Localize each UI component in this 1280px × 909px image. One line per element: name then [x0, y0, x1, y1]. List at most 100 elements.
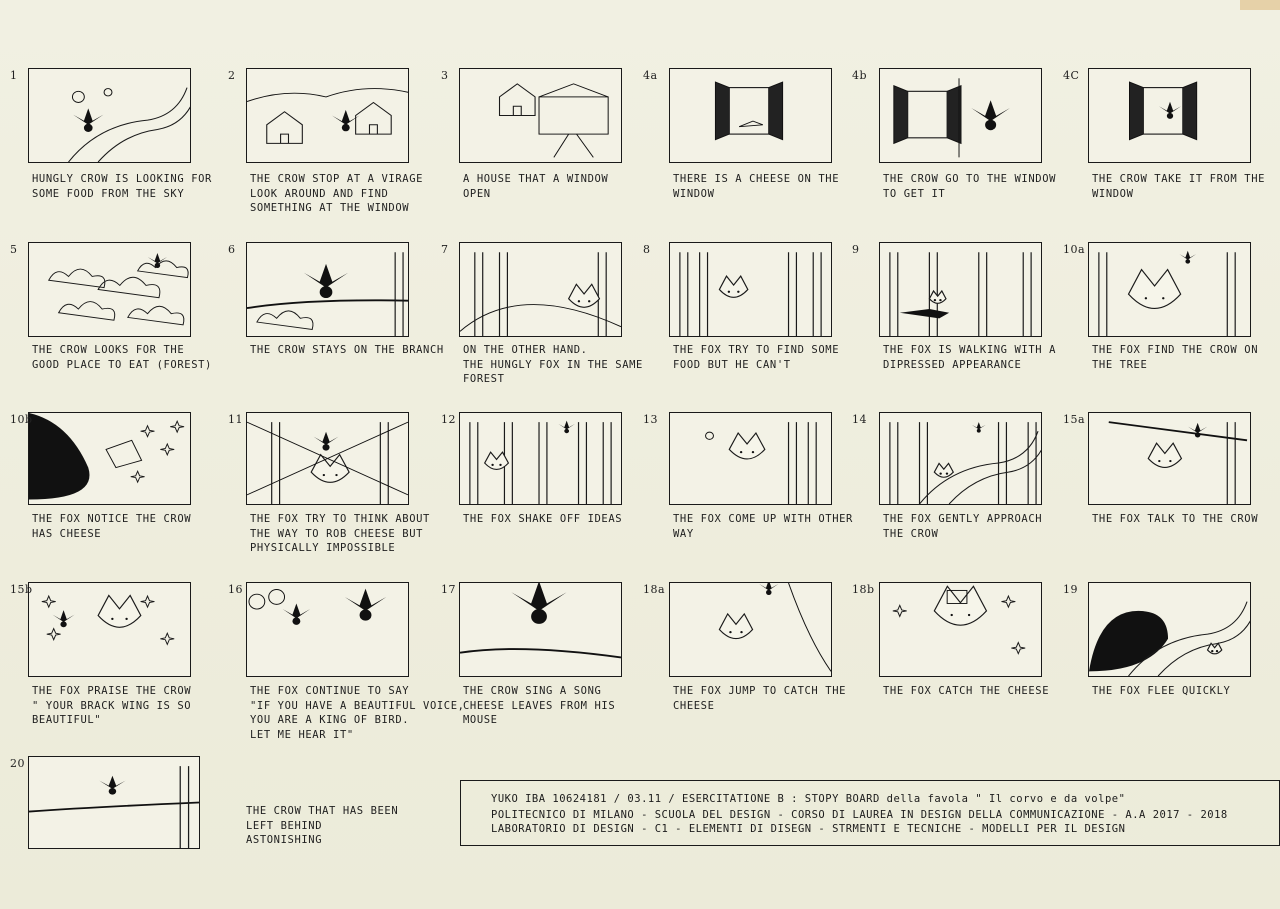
storyboard-panel-17	[459, 582, 622, 677]
panel-sketch	[41, 594, 175, 646]
panel-number: 4a	[643, 69, 658, 82]
panel-number: 10a	[1063, 243, 1086, 256]
storyboard-panel-6	[246, 242, 409, 337]
storyboard-panel-14	[879, 412, 1042, 505]
storyboard-panel-8	[669, 242, 832, 337]
storyboard-panel-4b	[879, 68, 1042, 163]
panel-sketch	[68, 87, 190, 162]
panel-caption: THE CROW STAYS ON THE BRANCH	[250, 344, 444, 356]
storyboard-panel-13	[669, 412, 832, 505]
panel-sketch	[460, 583, 621, 659]
panel-number: 11	[228, 413, 243, 426]
panel-sketch	[1108, 421, 1248, 504]
panel-number: 12	[441, 413, 456, 426]
panel-sketch	[1089, 601, 1250, 676]
panel-caption: THE FOX COME UP WITH OTHER WAY	[673, 513, 853, 540]
panel-number: 4C	[1063, 69, 1080, 82]
title-line-1: YUKO IBA 10624181 / 03.11 / ESERCITATION…	[491, 793, 1126, 805]
storyboard-panel-2	[246, 68, 409, 163]
panel-number: 15a	[1063, 413, 1086, 426]
panel-number: 1	[10, 69, 18, 82]
panel-sketch	[247, 252, 408, 336]
panel-sketch	[1098, 250, 1236, 336]
storyboard-panel-11	[246, 412, 409, 505]
panel-number: 5	[10, 243, 18, 256]
panel-caption: THE FOX CATCH THE CHEESE	[883, 685, 1050, 697]
storyboard-panel-19	[1088, 582, 1251, 677]
panel-sketch	[889, 252, 1032, 336]
panel-sketch	[705, 422, 817, 504]
storyboard-panel-4c	[1088, 68, 1251, 163]
storyboard-panel-9	[879, 242, 1042, 337]
storyboard-panel-1	[28, 68, 191, 163]
panel-number: 6	[228, 243, 236, 256]
panel-sketch	[248, 588, 387, 625]
panel-caption: THE FOX PRAISE THE CROW " YOUR BRACK WIN…	[32, 685, 192, 726]
panel-sketch	[498, 83, 609, 158]
panel-caption: THE FOX NOTICE THE CROW HAS CHEESE	[32, 513, 192, 540]
title-line-3: LABORATORIO DI DESIGN - C1 - ELEMENTI DI…	[491, 823, 1126, 835]
storyboard-panel-10a	[1088, 242, 1251, 337]
panel-number: 3	[441, 69, 449, 82]
panel-number: 20	[10, 757, 25, 770]
panel-sketch	[714, 81, 784, 141]
panel-number: 18b	[852, 583, 875, 596]
panel-sketch	[679, 252, 822, 336]
panel-number: 14	[852, 413, 867, 426]
storyboard-panel-3	[459, 68, 622, 163]
panel-number: 15b	[10, 583, 33, 596]
panel-caption: THE CROW STOP AT A VIRAGE LOOK AROUND AN…	[250, 173, 424, 214]
panel-caption: HUNGLY CROW IS LOOKING FOR SOME FOOD FRO…	[32, 173, 212, 200]
panel-sketch	[29, 766, 199, 848]
panel-sketch	[48, 253, 189, 326]
panel-caption: THE FOX IS WALKING WITH A DIPRESSED APPE…	[883, 344, 1057, 371]
panel-sketch	[469, 420, 612, 504]
storyboard-panel-16	[246, 582, 409, 677]
panel-caption: THE CROW TAKE IT FROM THE WINDOW	[1092, 173, 1266, 200]
panel-sketch	[1129, 81, 1198, 141]
panel-sketch	[247, 421, 408, 504]
panel-sketch	[247, 88, 408, 144]
panel-caption: THE CROW THAT HAS BEEN LEFT BEHIND ASTON…	[246, 805, 399, 846]
panel-number: 7	[441, 243, 449, 256]
panel-sketch	[893, 78, 1010, 158]
panel-number: 16	[228, 583, 243, 596]
panel-number: 10b	[10, 413, 33, 426]
title-block: YUKO IBA 10624181 / 03.11 / ESERCITATION…	[460, 780, 1280, 846]
panel-caption: THERE IS A CHEESE ON THE WINDOW	[673, 173, 840, 200]
panel-sketch	[889, 422, 1041, 504]
panel-sketch	[892, 585, 1026, 655]
storyboard-panel-4a	[669, 68, 832, 163]
panel-number: 13	[643, 413, 658, 426]
panel-caption: THE CROW GO TO THE WINDOW TO GET IT	[883, 173, 1057, 200]
panel-caption: THE CROW SING A SONG CHEESE LEAVES FROM …	[463, 685, 616, 726]
storyboard-panel-12	[459, 412, 622, 505]
storyboard-panel-15a	[1088, 412, 1251, 505]
panel-caption: THE FOX CONTINUE TO SAY "IF YOU HAVE A B…	[250, 685, 465, 741]
panel-number: 9	[852, 243, 860, 256]
storyboard-panel-20	[28, 756, 200, 849]
panel-number: 4b	[852, 69, 868, 82]
panel-caption: THE FOX TRY TO FIND SOME FOOD BUT HE CAN…	[673, 344, 840, 371]
panel-caption: THE FOX TALK TO THE CROW	[1092, 513, 1259, 525]
panel-number: 8	[643, 243, 651, 256]
panel-caption: THE FOX FIND THE CROW ON THE TREE	[1092, 344, 1259, 371]
panel-number: 17	[441, 583, 456, 596]
panel-number: 18a	[643, 583, 666, 596]
panel-sketch	[718, 583, 831, 672]
panel-sketch	[460, 252, 621, 336]
storyboard-panel-15b	[28, 582, 191, 677]
panel-caption: A HOUSE THAT A WINDOW OPEN	[463, 173, 609, 200]
panel-number: 19	[1063, 583, 1078, 596]
storyboard-panel-10b	[28, 412, 191, 505]
storyboard-panel-18b	[879, 582, 1042, 677]
panel-caption: THE FOX SHAKE OFF IDEAS	[463, 513, 623, 525]
panel-number: 2	[228, 69, 236, 82]
panel-caption: THE FOX GENTLY APPROACH THE CROW	[883, 513, 1043, 540]
storyboard-panel-7	[459, 242, 622, 337]
panel-caption: THE FOX JUMP TO CATCH THE CHEESE	[673, 685, 847, 712]
panel-sketch	[29, 413, 185, 500]
storyboard-panel-18a	[669, 582, 832, 677]
panel-caption: THE FOX TRY TO THINK ABOUT THE WAY TO RO…	[250, 513, 430, 554]
